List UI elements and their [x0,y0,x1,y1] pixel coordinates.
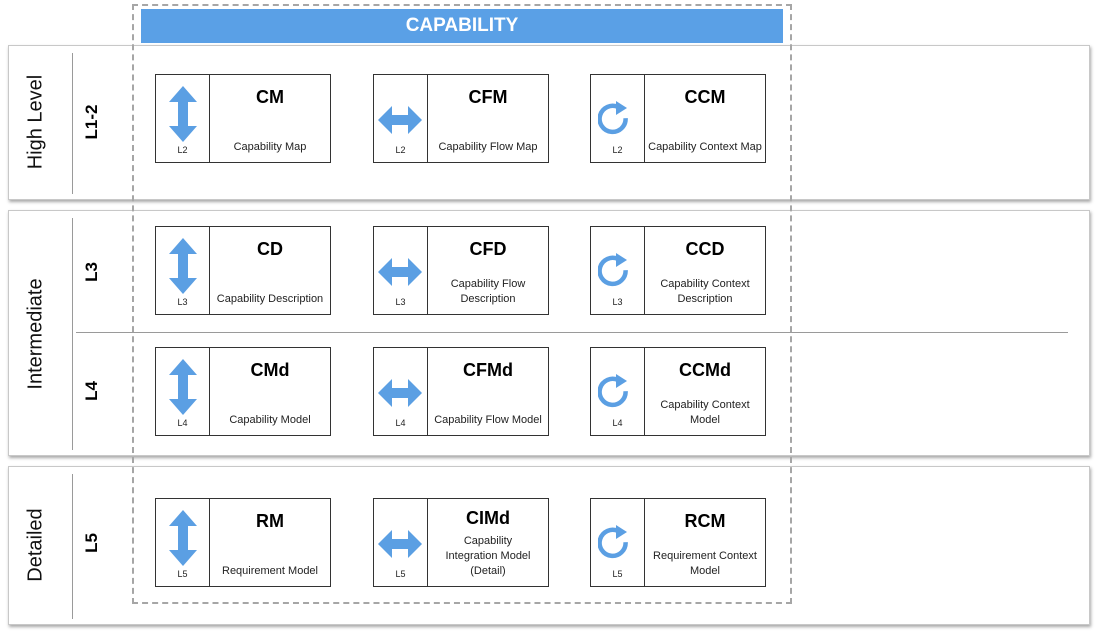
card-cmd[interactable]: L4 CMd Capability Model [155,347,331,436]
card-name: Capability Flow Description [450,278,526,305]
band-label-detailed: Detailed [24,508,47,582]
capability-frame [132,4,792,604]
card-level: L2 [395,145,406,155]
cycle-icon [598,253,628,287]
band-label-high-level: High Level [24,74,47,170]
cycle-icon [598,525,628,559]
card-level: L5 [177,569,188,579]
card-level: L4 [395,418,406,428]
card-abbreviation: CMd [250,360,290,380]
horizontal-arrow-icon [378,379,422,407]
card-name: Capability Integration Model (Detail) [445,535,531,577]
card-level: L5 [395,569,406,579]
card-abbreviation: CFM [468,87,508,107]
card-abbreviation: CCMd [679,360,731,380]
horizontal-arrow-icon [378,258,422,286]
card-name: Capability Map [233,141,307,153]
band-separator-high-level [72,53,73,194]
card-name: Requirement Context Model [653,550,757,577]
vertical-arrow-icon [169,238,197,294]
level-label-l5: L5 [82,533,101,553]
card-icon-cell [156,227,210,314]
level-separator-l3-l4 [76,332,1068,333]
card-abbreviation: CCM [684,87,726,107]
card-abbreviation: RM [256,511,284,531]
card-abbreviation: RCM [684,511,726,531]
card-rm[interactable]: L5 RM Requirement Model [155,498,331,587]
cycle-icon [598,101,628,135]
card-cimd[interactable]: L5 CIMd Capability Integration Model (De… [373,498,549,587]
card-ccm[interactable]: L2 CCM Capability Context Map [590,74,766,163]
card-icon-cell [591,75,645,162]
card-level: L2 [177,145,188,155]
band-label-intermediate: Intermediate [24,278,47,390]
card-level: L3 [395,297,406,307]
card-level: L3 [177,297,188,307]
card-level: L2 [612,145,623,155]
band-separator-detailed [72,474,73,619]
card-abbreviation: CFD [469,239,507,259]
cycle-icon [598,374,628,408]
card-abbreviation: CFMd [463,360,513,380]
band-separator-intermediate [72,218,73,450]
card-level: L5 [612,569,623,579]
card-cfmd[interactable]: L4 CFMd Capability Flow Model [373,347,549,436]
card-ccmd[interactable]: L4 CCMd Capability Context Model [590,347,766,436]
card-icon-cell [591,348,645,435]
level-label-l3: L3 [82,262,101,282]
vertical-arrow-icon [169,359,197,415]
vertical-arrow-icon [169,86,197,142]
level-label-l1-2: L1-2 [82,104,101,140]
card-icon-cell [156,499,210,586]
card-icon-cell [591,499,645,586]
card-cd[interactable]: L3 CD Capability Description [155,226,331,315]
card-name: Capability Model [229,414,311,426]
card-level: L3 [612,297,623,307]
level-label-l4: L4 [82,381,101,401]
horizontal-arrow-icon [378,106,422,134]
card-icon-cell [374,75,428,162]
card-name: Capability Description [216,293,324,305]
card-cm[interactable]: L2 CM Capability Map [155,74,331,163]
card-icon-cell [374,348,428,435]
card-abbreviation: CCD [685,239,725,259]
card-abbreviation: CIMd [466,508,510,528]
card-icon-cell [156,348,210,435]
card-icon-cell [374,227,428,314]
card-name: Capability Context Description [660,278,750,305]
card-rcm[interactable]: L5 RCM Requirement Context Model [590,498,766,587]
card-name: Capability Flow Model [434,414,542,426]
capability-header: CAPABILITY [141,9,783,43]
card-icon-cell [156,75,210,162]
card-icon-cell [591,227,645,314]
card-level: L4 [612,418,623,428]
card-name: Requirement Model [222,565,318,577]
card-name: Capability Context Map [648,141,762,153]
card-ccd[interactable]: L3 CCD Capability Context Description [590,226,766,315]
card-cfm[interactable]: L2 CFM Capability Flow Map [373,74,549,163]
card-abbreviation: CM [256,87,284,107]
horizontal-arrow-icon [378,530,422,558]
vertical-arrow-icon [169,510,197,566]
card-name: Capability Flow Map [438,141,538,153]
card-cfd[interactable]: L3 CFD Capability Flow Description [373,226,549,315]
card-icon-cell [374,499,428,586]
card-level: L4 [177,418,188,428]
card-abbreviation: CD [257,239,283,259]
card-name: Capability Context Model [660,399,750,426]
